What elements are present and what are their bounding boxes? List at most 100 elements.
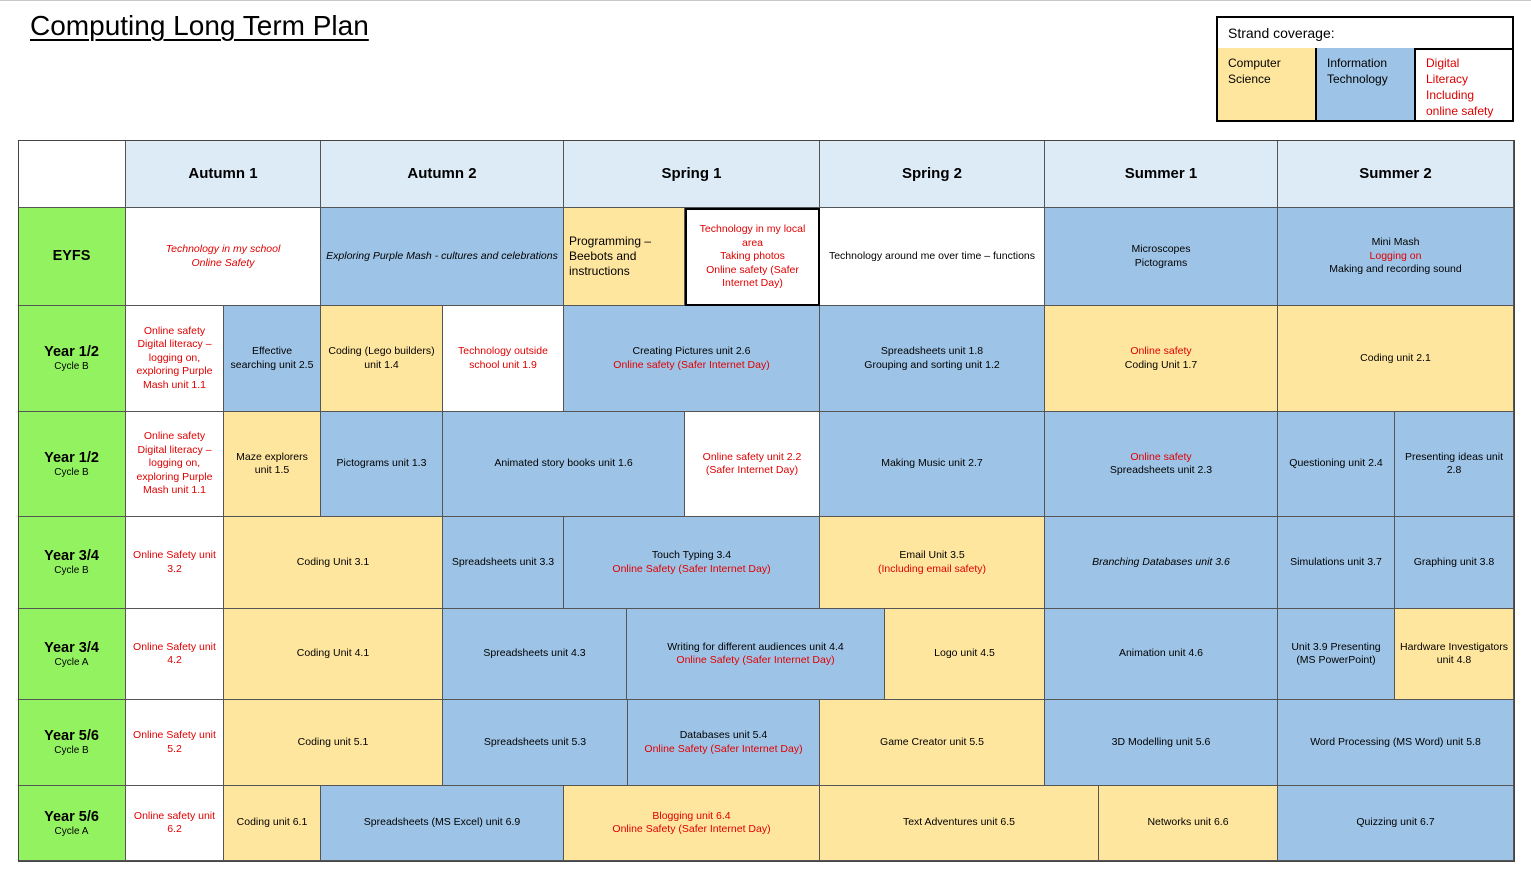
unit-text: Technology outside school unit 1.9 bbox=[458, 345, 548, 371]
unit-text: Microscopes bbox=[1131, 243, 1191, 255]
unit-text: Animation unit 4.6 bbox=[1118, 647, 1204, 660]
unit-text: Online safety (Safer Internet Day) bbox=[613, 358, 770, 371]
unit-text: Coding unit 5.1 bbox=[297, 735, 369, 748]
unit-text: Spreadsheets unit 1.8 bbox=[880, 345, 984, 357]
term-label: Spring 1 bbox=[661, 164, 722, 182]
corner-cell bbox=[18, 140, 126, 208]
term-header-autumn-1: Autumn 1 bbox=[126, 140, 321, 208]
unit-text: Presenting ideas unit 2.8 bbox=[1404, 450, 1504, 477]
unit-cell: Game Creator unit 5.5 bbox=[820, 700, 1045, 786]
term-header-summer-2: Summer 2 bbox=[1278, 140, 1514, 208]
cycle-label: Cycle B bbox=[54, 745, 89, 756]
top-rule bbox=[0, 0, 1531, 1]
unit-text: Networks unit 6.6 bbox=[1147, 816, 1229, 829]
unit-text: Pictograms bbox=[1134, 256, 1188, 269]
unit-text: Email Unit 3.5 bbox=[899, 549, 965, 561]
unit-text: Coding Unit 1.7 bbox=[1124, 358, 1198, 371]
strand-legend: Strand coverage: Computer Science Inform… bbox=[1216, 16, 1514, 122]
unit-cell: Unit 3.9 Presenting (MS PowerPoint) bbox=[1278, 609, 1395, 700]
year-group: Year 3/4 bbox=[44, 639, 99, 656]
unit-cell: Online Safety unit 3.2 bbox=[126, 517, 224, 609]
unit-cell: Spreadsheets (MS Excel) unit 6.9 bbox=[321, 786, 564, 861]
unit-text: Coding (Lego builders) unit 1.4 bbox=[328, 345, 435, 371]
unit-cell: Spreadsheets unit 5.3 bbox=[443, 700, 628, 786]
unit-text: Spreadsheets unit 3.3 bbox=[451, 555, 555, 568]
unit-text: Coding unit 2.1 bbox=[1360, 351, 1431, 364]
legend-computer-science: Computer Science bbox=[1218, 48, 1317, 120]
unit-text: Online Safety (Safer Internet Day) bbox=[644, 742, 803, 755]
unit-cell: Quizzing unit 6.7 bbox=[1278, 786, 1514, 861]
unit-cell: Animated story books unit 1.6 bbox=[443, 412, 685, 517]
unit-text: Online Safety unit 4.2 bbox=[133, 640, 216, 667]
legend-information-technology: Information Technology bbox=[1317, 48, 1416, 120]
unit-text: Online Safety (Safer Internet Day) bbox=[612, 562, 771, 575]
cycle-label: Cycle A bbox=[54, 656, 89, 668]
cycle-label: Cycle A bbox=[54, 825, 89, 837]
unit-cell: 3D Modelling unit 5.6 bbox=[1045, 700, 1278, 786]
unit-cell: Simulations unit 3.7 bbox=[1278, 517, 1395, 609]
unit-text: Online safety bbox=[143, 430, 206, 443]
unit-cell: Graphing unit 3.8 bbox=[1395, 517, 1514, 609]
unit-text: Digital literacy – logging on, exploring… bbox=[136, 443, 213, 497]
unit-text: Hardware Investigators unit 4.8 bbox=[1400, 640, 1508, 667]
legend-heading: Strand coverage: bbox=[1218, 18, 1512, 50]
term-label: Autumn 2 bbox=[407, 164, 477, 182]
unit-text: Digital literacy – logging on, exploring… bbox=[136, 338, 213, 391]
unit-text: Online Safety (Safer Internet Day) bbox=[676, 654, 835, 666]
unit-text: Unit 3.9 Presenting (MS PowerPoint) bbox=[1291, 640, 1381, 667]
unit-text: Spreadsheets (MS Excel) unit 6.9 bbox=[363, 816, 521, 829]
unit-text: Databases unit 5.4 bbox=[679, 729, 768, 741]
unit-cell: Coding Unit 4.1 bbox=[224, 609, 443, 700]
unit-text: Grouping and sorting unit 1.2 bbox=[864, 358, 1000, 371]
unit-text: Online safety unit 2.2 (Safer Internet D… bbox=[702, 450, 802, 477]
unit-text: Coding unit 6.1 bbox=[236, 816, 308, 829]
unit-text: Coding Unit 4.1 bbox=[296, 647, 370, 660]
unit-cell: Online Safety unit 5.2 bbox=[126, 700, 224, 786]
year-group: Year 3/4 bbox=[44, 548, 99, 564]
unit-cell: Word Processing (MS Word) unit 5.8 bbox=[1278, 700, 1514, 786]
term-header-summer-1: Summer 1 bbox=[1045, 140, 1278, 208]
term-header-spring-1: Spring 1 bbox=[564, 140, 820, 208]
unit-cell: Spreadsheets unit 3.3 bbox=[443, 517, 564, 609]
unit-text: Spreadsheets unit 2.3 bbox=[1109, 464, 1213, 476]
unit-text: Effective searching unit 2.5 bbox=[230, 345, 314, 371]
unit-text: Making and recording sound bbox=[1329, 263, 1462, 276]
unit-text: Making Music unit 2.7 bbox=[881, 457, 983, 470]
unit-cell: Online safety unit 6.2 bbox=[126, 786, 224, 861]
unit-text: Touch Typing 3.4 bbox=[651, 549, 732, 561]
unit-text: Online Safety unit 5.2 bbox=[133, 729, 216, 755]
page-title: Computing Long Term Plan bbox=[30, 10, 369, 41]
unit-text: Maze explorers unit 1.5 bbox=[236, 450, 308, 477]
unit-text: Creating Pictures unit 2.6 bbox=[632, 345, 751, 357]
unit-text: Online Safety (Safer Internet Day) bbox=[612, 823, 771, 835]
unit-text: Taking photos bbox=[720, 250, 785, 263]
unit-cell: Coding Unit 3.1 bbox=[224, 517, 443, 609]
year-group: Year 5/6 bbox=[44, 728, 99, 744]
unit-cell: Coding unit 5.1 bbox=[224, 700, 443, 786]
unit-cell: Coding unit 2.1 bbox=[1278, 306, 1514, 412]
unit-text: Graphing unit 3.8 bbox=[1413, 555, 1495, 568]
unit-cell: Coding unit 6.1 bbox=[224, 786, 321, 861]
unit-cell: Writing for different audiences unit 4.4… bbox=[627, 609, 885, 700]
unit-cell: Branching Databases unit 3.6 bbox=[1045, 517, 1278, 609]
unit-cell: Coding (Lego builders) unit 1.4 bbox=[321, 306, 443, 412]
unit-text: Branching Databases unit 3.6 bbox=[1092, 555, 1230, 568]
unit-text: Logging on bbox=[1369, 249, 1422, 262]
term-label: Summer 2 bbox=[1359, 164, 1432, 182]
unit-cell: Presenting ideas unit 2.8 bbox=[1395, 412, 1514, 517]
unit-text: (Including email safety) bbox=[878, 562, 986, 575]
unit-text: Mini Mash bbox=[1371, 236, 1420, 249]
